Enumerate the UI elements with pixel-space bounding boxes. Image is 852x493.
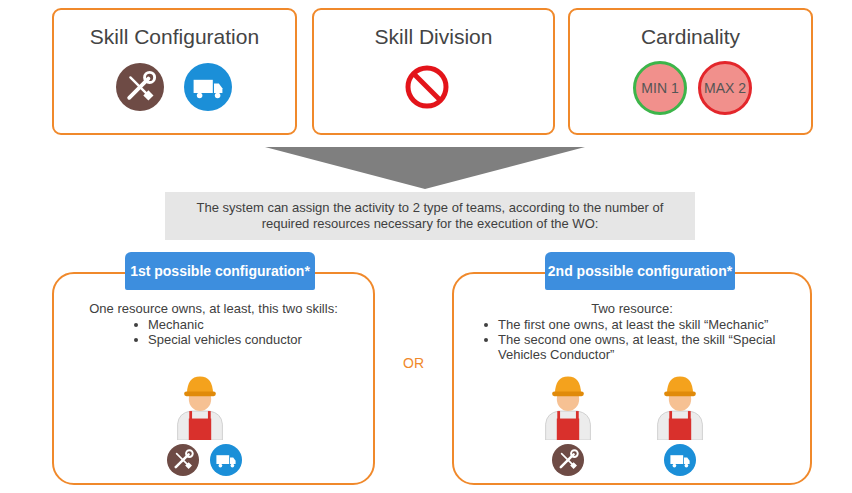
bullet-item: The second one owns, at least, the skill… — [484, 332, 799, 362]
bullet-item: Mechanic — [134, 317, 354, 332]
configuration-box: 1st possible configuration*One resource … — [52, 272, 375, 485]
mechanic-icon — [116, 63, 164, 111]
bullet-dot — [134, 338, 138, 342]
bullet-dot — [484, 338, 488, 342]
intro-text: Two resource: — [454, 301, 810, 317]
skill-panel: Skill Division — [312, 8, 555, 135]
bullet-text: Special vehicles conductor — [148, 332, 302, 347]
info-band: The system can assign the activity to 2 … — [165, 192, 695, 240]
vehicle-icon — [210, 444, 242, 476]
prohibition-sign — [408, 68, 446, 106]
vehicle-icon — [184, 63, 232, 111]
configuration-box: 2nd possible configuration*Two resource:… — [452, 272, 812, 485]
bullet-item: Special vehicles conductor — [134, 332, 354, 347]
right-team — [546, 377, 703, 476]
info-text: The system can assign the activity to 2 … — [195, 200, 665, 232]
cardinality-text: MIN 1 — [641, 80, 678, 96]
bullet-text: Mechanic — [148, 317, 204, 332]
worker-figure — [178, 377, 223, 440]
separator-label: OR — [403, 355, 424, 371]
skill-panel: Skill Configuration — [52, 8, 297, 135]
vehicle-icon — [664, 444, 696, 476]
worker-figure — [658, 377, 703, 440]
mechanic-icon — [167, 444, 199, 476]
skill-panel: CardinalityMIN 1 MAX 2 — [568, 8, 813, 135]
worker-figure — [546, 377, 591, 440]
panel-title: Cardinality — [570, 25, 811, 49]
tab-title: 1st possible configuration* — [130, 263, 310, 280]
bullet-text: The second one owns, at least, the skill… — [498, 332, 799, 362]
bullet-dot — [134, 323, 138, 327]
configuration-tab: 2nd possible configuration* — [545, 252, 735, 290]
cardinality-text: MAX 2 — [704, 80, 746, 96]
min-circle: MIN 1 — [633, 61, 687, 115]
tab-title: 2nd possible configuration* — [548, 263, 732, 280]
configuration-tab: 1st possible configuration* — [125, 252, 315, 290]
panel-title: Skill Configuration — [54, 25, 295, 49]
bullet-list: The first one owns, at least the skill “… — [484, 317, 799, 362]
intro-text: One resource owns, at least, this two sk… — [54, 301, 373, 317]
funnel-arrow — [265, 147, 585, 189]
mechanic-icon — [552, 444, 584, 476]
bullet-dot — [484, 323, 488, 327]
bullet-list: MechanicSpecial vehicles conductor — [134, 317, 354, 347]
panel-title: Skill Division — [314, 25, 553, 49]
bullet-item: The first one owns, at least the skill “… — [484, 317, 799, 332]
bullet-text: The first one owns, at least the skill “… — [498, 317, 768, 332]
top-icons — [116, 63, 446, 111]
left-team — [167, 377, 242, 476]
max-circle: MAX 2 — [698, 61, 752, 115]
